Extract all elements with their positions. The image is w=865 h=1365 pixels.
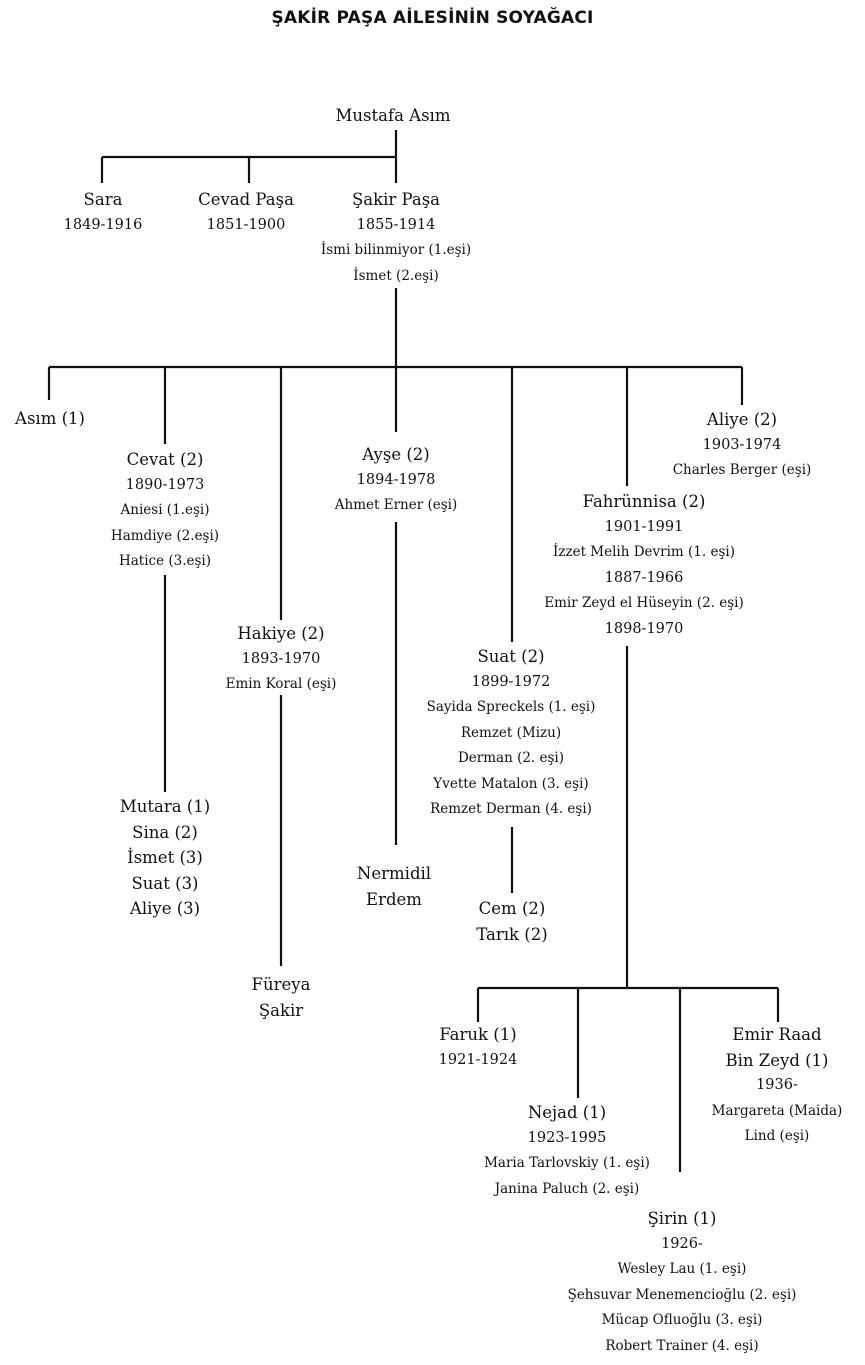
person-name: Ayşe (2): [362, 445, 430, 464]
person-faruk: Faruk (1) 1921-1924: [439, 1022, 518, 1073]
person-dates: 1894-1978: [356, 471, 436, 488]
children-of-cevat: Mutara (1) Sina (2) İsmet (3) Suat (3) A…: [120, 794, 210, 922]
person-name: Faruk (1): [439, 1025, 517, 1044]
spouse-dates: 1887-1966: [604, 569, 684, 586]
person-name: Bin Zeyd (1): [725, 1050, 829, 1070]
person-name: Asım (1): [15, 409, 85, 428]
person-name: Emir Raad: [732, 1025, 822, 1044]
person-name: Şirin (1): [647, 1209, 717, 1228]
person-name: Mustafa Asım: [335, 106, 451, 125]
spouse-line: Yvette Matalon (3. eşi): [433, 775, 589, 792]
child-name: İsmet (3): [127, 848, 203, 867]
person-name: Aliye (2): [706, 410, 778, 429]
person-nejad: Nejad (1) 1923-1995 Maria Tarlovskiy (1.…: [484, 1100, 650, 1202]
person-name: Suat (2): [477, 647, 545, 666]
person-cevad-pasa: Cevad Paşa 1851-1900: [198, 187, 294, 238]
person-cevat: Cevat (2) 1890-1973 Aniesi (1.eşi) Hamdi…: [111, 447, 219, 575]
page-title: ŞAKİR PAŞA AİLESİNİN SOYAĞACI: [271, 8, 594, 28]
child-name: Şakir: [258, 1000, 304, 1020]
spouse-line: Mücap Ofluoğlu (3. eşi): [601, 1312, 763, 1328]
spouse-line: Robert Trainer (4. eşi): [605, 1337, 759, 1354]
spouse-line: Hatice (3.eşi): [118, 553, 212, 569]
child-name: Cem (2): [478, 899, 546, 918]
child-name: Füreya: [251, 975, 311, 994]
spouse-line: Şehsuvar Menemencioğlu (2. eşi): [567, 1286, 797, 1303]
person-dates: 1890-1973: [125, 476, 205, 493]
spouse-line: İsmet (2.eşi): [353, 267, 439, 284]
person-dates: 1849-1916: [63, 216, 143, 233]
person-name: Sara: [83, 190, 123, 209]
person-emir-raad: Emir Raad Bin Zeyd (1) 1936- Margareta (…: [712, 1022, 843, 1150]
person-mustafa-asim: Mustafa Asım: [336, 103, 451, 129]
spouse-line: Derman (2. eşi): [457, 750, 565, 766]
person-dates: 1926-: [661, 1235, 703, 1252]
person-sara: Sara 1849-1916: [64, 187, 143, 238]
person-name: Fahrünnisa (2): [582, 492, 706, 511]
child-name: Suat (3): [131, 873, 199, 893]
child-name: Mutara (1): [119, 797, 211, 816]
spouse-line: Aniesi (1.eşi): [120, 502, 210, 518]
person-dates: 1893-1970: [241, 650, 321, 667]
person-dates: 1899-1972: [471, 673, 551, 690]
child-name: Aliye (3): [129, 899, 201, 918]
person-name: Cevat (2): [126, 450, 204, 469]
spouse-line: İzzet Melih Devrim (1. eşi): [553, 544, 735, 560]
children-of-ayse: Nermidil Erdem: [357, 861, 431, 912]
person-name: Cevad Paşa: [198, 190, 294, 209]
spouse-line: Janina Paluch (2. eşi): [494, 1180, 640, 1197]
person-hakiye: Hakiye (2) 1893-1970 Emin Koral (eşi): [226, 621, 337, 698]
person-name: Hakiye (2): [237, 624, 325, 643]
spouse-line: Maria Tarlovskiy (1. eşi): [484, 1155, 650, 1171]
person-ayse: Ayşe (2) 1894-1978 Ahmet Erner (eşi): [335, 442, 457, 519]
spouse-line: Emin Koral (eşi): [225, 676, 337, 692]
spouse-line: Ahmet Erner (eşi): [334, 497, 458, 513]
child-name: Tarık (2): [476, 924, 548, 944]
spouse-line: Sayida Spreckels (1. eşi): [426, 699, 596, 715]
person-sirin: Şirin (1) 1926- Wesley Lau (1. eşi) Şehs…: [568, 1206, 797, 1359]
person-dates: 1855-1914: [356, 216, 436, 233]
spouse-line: İsmi bilinmiyor (1.eşi): [320, 242, 472, 258]
child-name: Erdem: [366, 889, 422, 909]
person-sakir-pasa: Şakir Paşa 1855-1914 İsmi bilinmiyor (1.…: [321, 187, 471, 289]
spouse-line: Remzet Derman (4. eşi): [430, 801, 592, 817]
children-of-hakiye: Füreya Şakir: [252, 972, 311, 1023]
person-dates: 1936-: [756, 1077, 798, 1093]
spouse-line: Margareta (Maida): [711, 1102, 843, 1119]
person-dates: 1851-1900: [206, 216, 286, 233]
spouse-line: Wesley Lau (1. eşi): [617, 1261, 747, 1277]
spouse-line: Hamdiye (2.eşi): [110, 527, 220, 544]
spouse-line: Emir Zeyd el Hüseyin (2. eşi): [544, 595, 744, 611]
person-suat: Suat (2) 1899-1972 Sayida Spreckels (1. …: [427, 644, 596, 823]
person-fahrunnisa: Fahrünnisa (2) 1901-1991 İzzet Melih Dev…: [544, 489, 744, 642]
spouse-dates: 1898-1970: [604, 620, 684, 637]
person-dates: 1923-1995: [527, 1129, 607, 1146]
child-name: Sina (2): [132, 822, 198, 842]
person-dates: 1901-1991: [604, 518, 684, 535]
children-of-suat: Cem (2) Tarık (2): [476, 896, 547, 947]
spouse-line: Lind (eşi): [744, 1128, 810, 1144]
spouse-line: Charles Berger (eşi): [672, 462, 812, 478]
person-name: Şakir Paşa: [351, 190, 441, 209]
spouse-line: Remzet (Mizu): [460, 724, 562, 741]
child-name: Nermidil: [356, 864, 432, 883]
person-name: Nejad (1): [527, 1103, 607, 1122]
person-dates: 1921-1924: [438, 1051, 518, 1068]
person-dates: 1903-1974: [702, 436, 782, 453]
person-aliye: Aliye (2) 1903-1974 Charles Berger (eşi): [673, 407, 812, 484]
person-asim: Asım (1): [15, 406, 85, 432]
